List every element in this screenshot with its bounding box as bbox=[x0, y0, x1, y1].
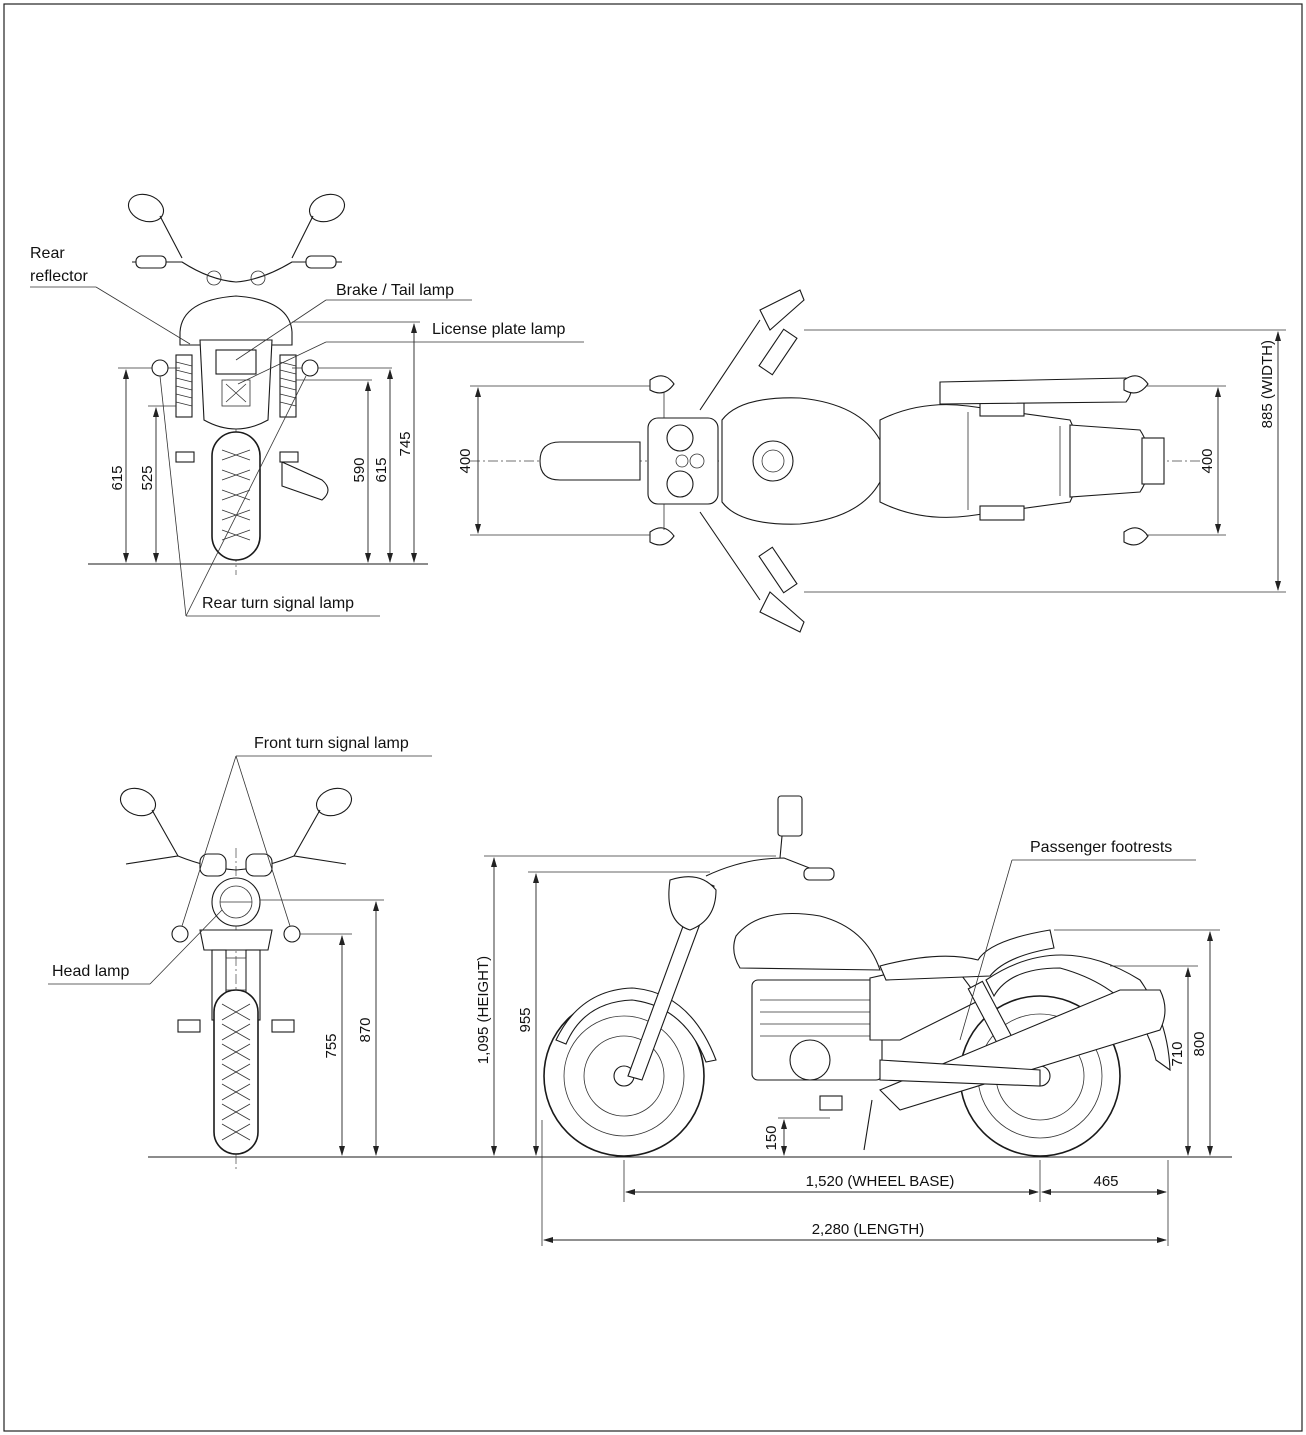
dim-rear-525: 525 bbox=[139, 465, 156, 490]
dim-length-2280: 2,280 (LENGTH) bbox=[812, 1221, 925, 1238]
dim-side-150: 150 bbox=[763, 1125, 780, 1150]
dim-width-885: 885 (WIDTH) bbox=[1259, 340, 1276, 428]
top-view bbox=[470, 289, 1200, 633]
dim-side-465: 465 bbox=[1093, 1173, 1118, 1190]
front-view-dimensions: 755 870 Front turn signal lamp Head lamp bbox=[48, 735, 432, 1156]
dim-front-870: 870 bbox=[357, 1017, 374, 1042]
rear-view-callouts: Rear reflector Brake / Tail lamp License… bbox=[30, 245, 584, 617]
label-passenger-footrests: Passenger footrests bbox=[1030, 839, 1172, 856]
dim-side-955: 955 bbox=[517, 1007, 534, 1032]
label-front-turn-signal-lamp: Front turn signal lamp bbox=[254, 735, 409, 752]
side-view bbox=[543, 795, 1171, 1157]
label-head-lamp: Head lamp bbox=[52, 963, 129, 980]
dim-side-710: 710 bbox=[1169, 1041, 1186, 1066]
dim-height-1095: 1,095 (HEIGHT) bbox=[475, 956, 492, 1064]
dim-rear-590: 590 bbox=[351, 457, 368, 482]
rear-view-dimensions: 615 525 590 615 745 bbox=[109, 321, 420, 563]
label-rear-turn-signal-lamp: Rear turn signal lamp bbox=[202, 595, 354, 612]
dim-top-400-left: 400 bbox=[457, 448, 474, 473]
side-view-dimensions: 1,095 (HEIGHT) 955 150 710 800 1,520 (WH… bbox=[475, 839, 1220, 1246]
dim-top-400-right: 400 bbox=[1199, 448, 1216, 473]
top-view-dimensions: 400 400 885 (WIDTH) bbox=[457, 329, 1286, 593]
label-brake-tail-lamp: Brake / Tail lamp bbox=[336, 282, 454, 299]
label-rear-reflector-2: reflector bbox=[30, 268, 88, 285]
dim-front-755: 755 bbox=[323, 1033, 340, 1058]
dim-rear-615-right: 615 bbox=[373, 457, 390, 482]
dim-rear-615-left: 615 bbox=[109, 465, 126, 490]
dim-side-800: 800 bbox=[1191, 1031, 1208, 1056]
page-frame bbox=[3, 3, 1303, 1432]
label-license-plate-lamp: License plate lamp bbox=[432, 321, 566, 338]
dim-rear-745: 745 bbox=[397, 431, 414, 456]
label-rear-reflector-1: Rear bbox=[30, 245, 65, 262]
dim-wheel-base: 1,520 (WHEEL BASE) bbox=[806, 1173, 955, 1190]
front-view bbox=[119, 787, 1232, 1172]
rear-view bbox=[88, 193, 428, 575]
